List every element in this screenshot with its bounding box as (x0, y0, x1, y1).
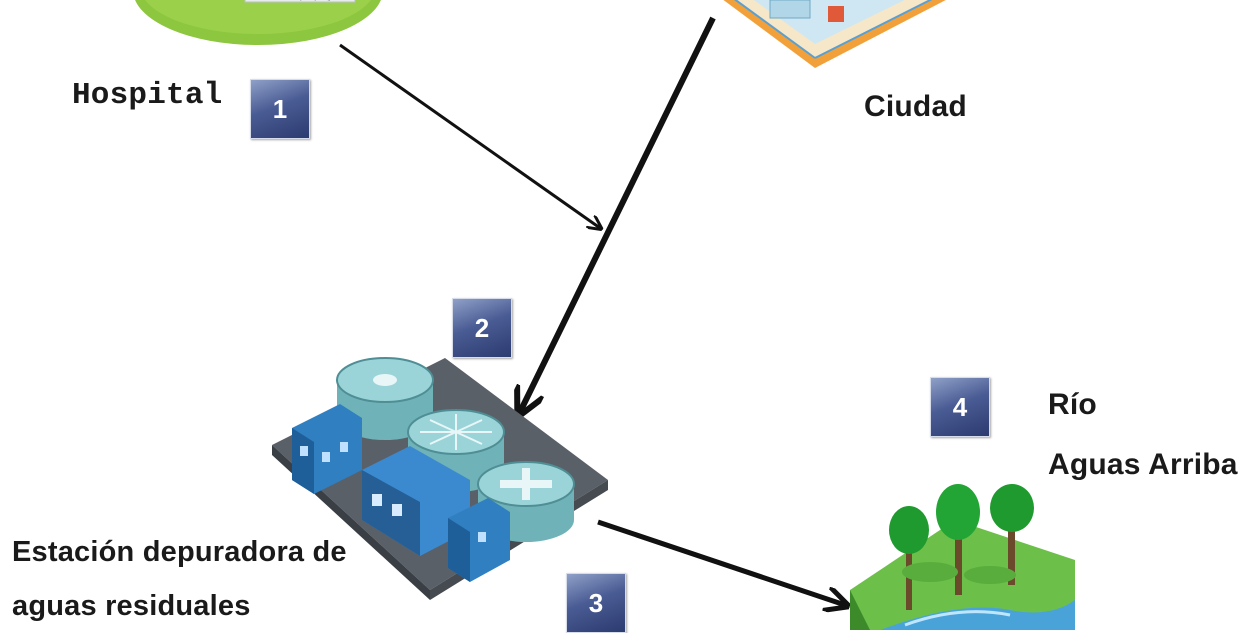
flow-arrows (339, 16, 845, 605)
step-badge-3: 3 (566, 573, 626, 633)
plant-label-line1: Estación depuradora de (12, 536, 347, 568)
step-badge-1: 1 (250, 79, 310, 139)
arrow-hospital-to-junction (339, 43, 600, 228)
treatment-plant-illustration (272, 357, 608, 600)
hospital-label: Hospital (72, 78, 223, 113)
step-badge-4: 4 (930, 377, 990, 437)
arrow-plant-to-river (597, 519, 845, 605)
hospital-illustration (135, 0, 381, 45)
arrow-city-to-plant (520, 16, 716, 412)
city-illustration (723, 0, 946, 68)
city-label: Ciudad (864, 90, 967, 123)
step-badge-2: 2 (452, 298, 512, 358)
river-label-line2: Aguas Arriba (1048, 448, 1238, 481)
river-illustration (850, 484, 1075, 630)
plant-label-line2: aguas residuales (12, 590, 251, 622)
river-label-line1: Río (1048, 388, 1097, 421)
